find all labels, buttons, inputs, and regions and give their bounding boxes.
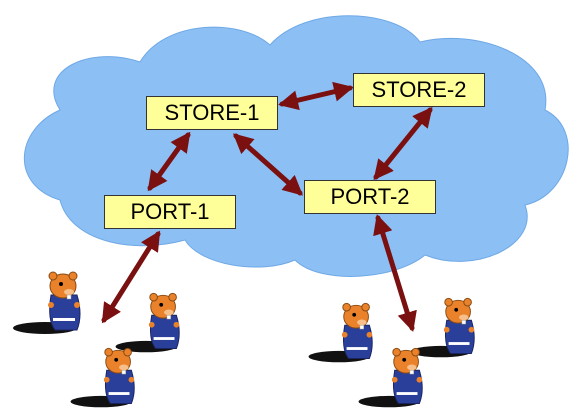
- arrow-store1-store2: [278, 81, 354, 111]
- gopher-user-icon: [358, 347, 423, 408]
- network-cloud-icon: [23, 15, 569, 277]
- arrow-port1-users: [101, 230, 161, 324]
- gopher-user-icon: [410, 297, 475, 358]
- gopher-user-icon: [115, 292, 180, 353]
- gopher-user-icon: [308, 302, 373, 363]
- arrow-port2-users: [373, 214, 417, 332]
- gopher-user-icon: [13, 271, 81, 334]
- arrow-store2-port2: [373, 106, 433, 181]
- arrow-store1-port2: [233, 133, 303, 196]
- node-port-2: PORT-2: [304, 180, 436, 214]
- gopher-user-icon: [70, 347, 135, 408]
- node-store-2: STORE-2: [353, 73, 485, 107]
- node-store-1: STORE-1: [146, 96, 278, 130]
- arrow-store1-port1: [147, 131, 191, 192]
- node-port-1: PORT-1: [104, 195, 236, 229]
- user-groups: [13, 271, 475, 408]
- connection-arrows: [101, 81, 433, 332]
